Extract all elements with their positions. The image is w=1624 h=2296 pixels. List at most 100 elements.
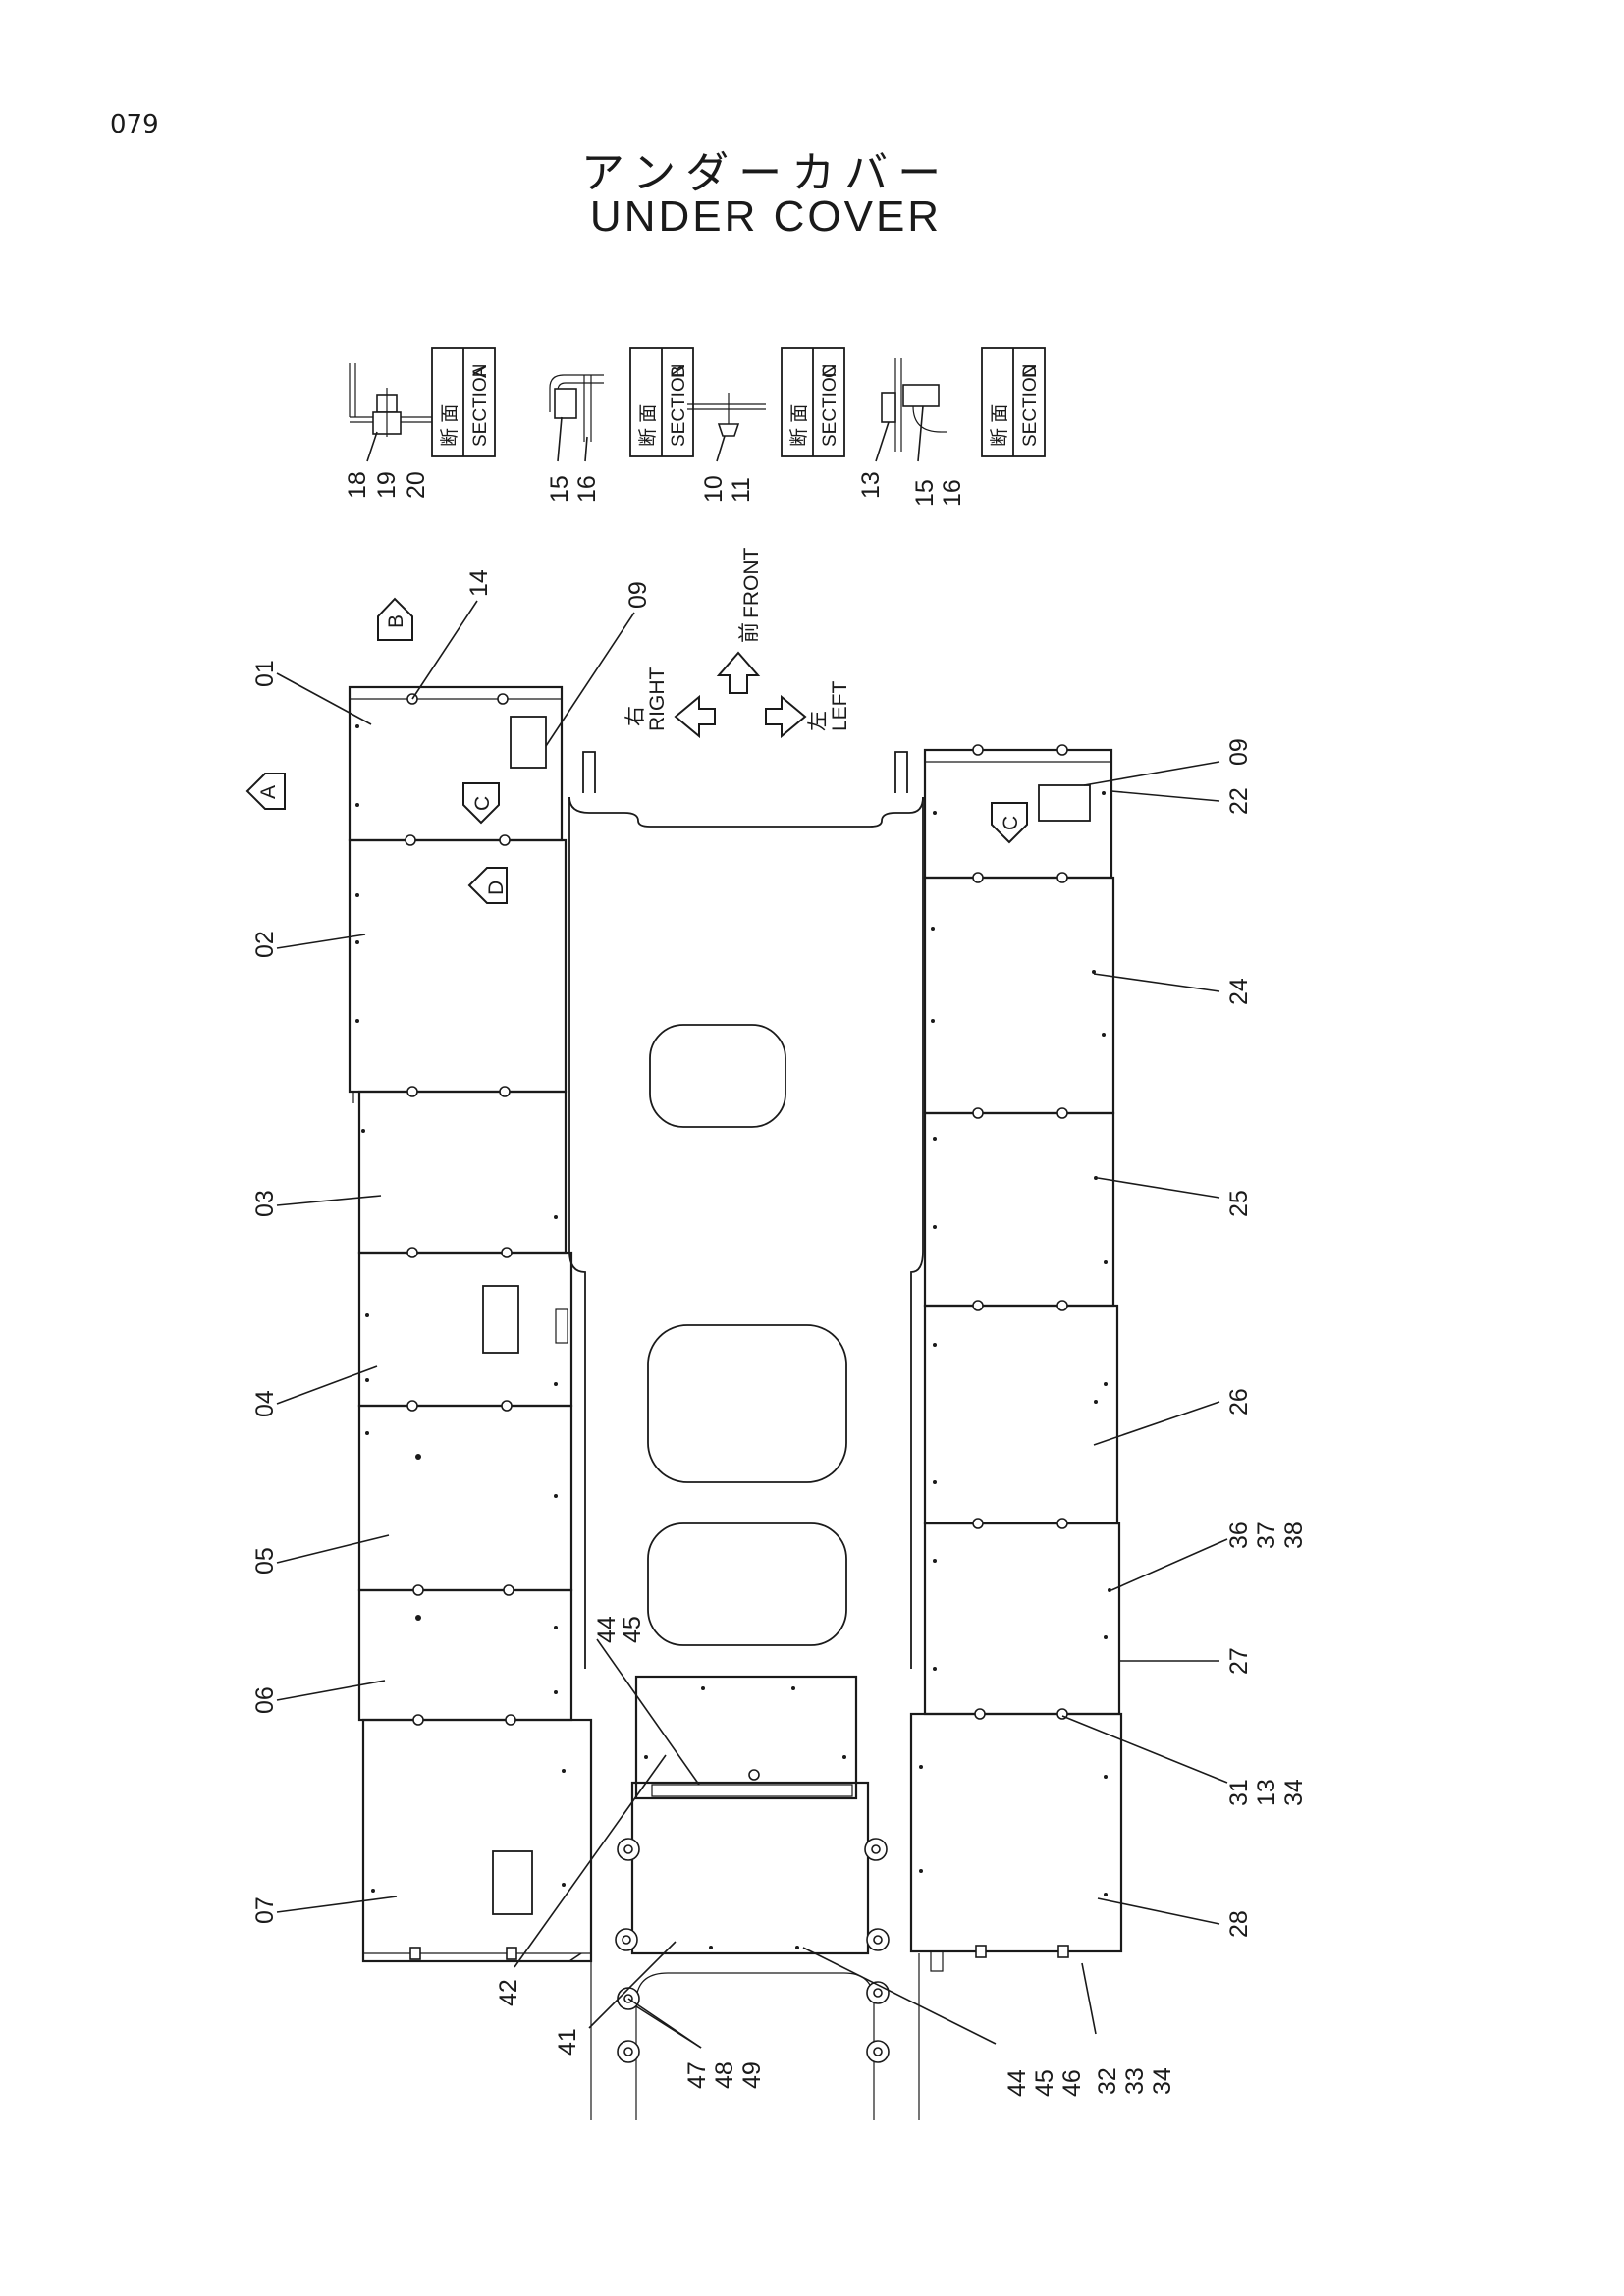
rear-center-covers — [615, 1675, 890, 2063]
callout-09-right: 09 — [1225, 738, 1253, 766]
section-d-detail: 断 面 SECTION D 13 15 16 — [857, 347, 1046, 507]
front-arrow-icon — [716, 651, 761, 694]
callout-44a: 44 — [593, 1616, 621, 1643]
view-marker-d-label: D — [485, 881, 508, 895]
callout-33: 33 — [1121, 2067, 1149, 2095]
view-marker-b-icon — [377, 597, 413, 641]
view-marker-c1-icon — [462, 782, 500, 825]
callout-18: 18 — [344, 471, 371, 499]
view-markers: B A C D C — [245, 597, 1028, 904]
callout-15b: 15 — [546, 475, 573, 503]
callout-numbers: 01 14 09 02 03 04 05 06 07 09 22 24 25 2… — [251, 569, 1308, 2097]
panel-01 — [348, 685, 564, 842]
frame-opening-rear — [647, 1522, 847, 1646]
panel-26 — [923, 1304, 1119, 1525]
panel-04-access-plate — [482, 1285, 519, 1354]
direction-indicators: 前 FRONT 右 RIGHT 左 LEFT — [624, 548, 851, 739]
callout-04: 04 — [251, 1390, 279, 1417]
callout-26: 26 — [1225, 1388, 1253, 1415]
view-marker-c2-icon — [991, 802, 1028, 844]
right-cover-panels — [909, 744, 1123, 1972]
left-cover-panels — [348, 685, 593, 1963]
front-label-jp: 前 — [738, 622, 761, 643]
frame-opening-front — [649, 1024, 786, 1128]
callout-09-left: 09 — [624, 581, 652, 609]
cover-41 — [630, 1781, 870, 1955]
section-d-jp: 断 面 — [989, 404, 1010, 447]
panel-22-access-plate — [1038, 784, 1091, 822]
view-marker-c2-label: C — [1000, 816, 1022, 830]
left-label-jp: 左 — [807, 711, 830, 731]
section-b-letter: B — [669, 365, 689, 378]
view-marker-d-icon — [467, 867, 508, 904]
right-panel-dots — [919, 791, 1111, 1896]
title-japanese: アンダーカバー — [580, 148, 951, 198]
panel-05 — [357, 1404, 573, 1592]
callout-36: 36 — [1225, 1522, 1253, 1549]
callout-46: 46 — [1058, 2069, 1086, 2097]
callout-37: 37 — [1253, 1522, 1280, 1549]
right-joint-bolts — [972, 744, 1069, 1958]
callout-16b: 16 — [573, 475, 601, 503]
callout-41: 41 — [554, 2028, 581, 2056]
section-details: 断 面 SECTION A 18 19 20 断 面 — [344, 347, 1046, 507]
section-a-letter: A — [470, 365, 491, 378]
cover-42 — [634, 1675, 858, 1800]
callout-42: 42 — [495, 1979, 522, 2006]
panel-07-access-plate — [492, 1850, 533, 1915]
panel-24 — [923, 876, 1115, 1115]
callout-38: 38 — [1280, 1522, 1308, 1549]
frame-opening-middle — [647, 1324, 847, 1483]
panel-27 — [923, 1522, 1121, 1716]
callout-22: 22 — [1225, 787, 1253, 815]
leader-lines — [276, 600, 1228, 2049]
callout-49: 49 — [738, 2061, 766, 2089]
panel-06 — [357, 1588, 573, 1722]
panel-28 — [909, 1712, 1123, 1953]
section-c-detail: 断 面 SECTION C 10 11 — [687, 347, 845, 503]
section-a-jp: 断 面 — [439, 404, 460, 447]
page-number: 079 — [110, 110, 159, 139]
central-frame — [568, 751, 924, 2120]
panel-03 — [357, 1090, 568, 1255]
view-marker-a-icon — [245, 773, 286, 810]
section-b-jp: 断 面 — [637, 404, 659, 447]
view-marker-b-label: B — [385, 614, 407, 628]
callout-28: 28 — [1225, 1910, 1253, 1938]
callout-34b: 34 — [1149, 2067, 1176, 2095]
callout-11: 11 — [728, 477, 755, 503]
callout-32: 32 — [1094, 2067, 1121, 2095]
left-label-en: LEFT — [829, 680, 851, 731]
callout-02: 02 — [251, 931, 279, 958]
callout-19: 19 — [373, 471, 401, 499]
section-c-en: SECTION — [820, 364, 840, 447]
left-panel-dots — [355, 724, 566, 1893]
right-label-jp: 右 — [624, 706, 647, 726]
section-a-detail: 断 面 SECTION A 18 19 20 — [344, 347, 496, 499]
section-b-en: SECTION — [669, 364, 689, 447]
callout-45a: 45 — [619, 1616, 646, 1643]
callout-47: 47 — [683, 2061, 711, 2089]
callout-13: 13 — [1253, 1779, 1280, 1806]
right-arrow-icon — [674, 694, 716, 739]
left-arrow-icon — [765, 694, 807, 739]
panel-02 — [348, 838, 568, 1094]
section-a-en: SECTION — [470, 364, 491, 447]
left-joint-bolts — [405, 693, 517, 1960]
section-c-letter: C — [820, 364, 840, 378]
view-marker-a-label: A — [257, 785, 280, 799]
callout-05: 05 — [251, 1547, 279, 1575]
callout-20: 20 — [403, 471, 430, 499]
section-d-letter: D — [1020, 364, 1041, 378]
panel-01-access-plate — [510, 716, 547, 769]
panel-07 — [361, 1718, 593, 1963]
title-english: UNDER COVER — [589, 192, 943, 240]
callout-34a: 34 — [1280, 1779, 1308, 1806]
panel-25 — [923, 1111, 1115, 1308]
section-b-detail: 断 面 SECTION B 15 16 — [546, 347, 694, 503]
callout-48: 48 — [711, 2061, 738, 2089]
callout-31: 31 — [1225, 1779, 1253, 1806]
callout-27: 27 — [1225, 1647, 1253, 1675]
callout-16d: 16 — [939, 479, 966, 507]
